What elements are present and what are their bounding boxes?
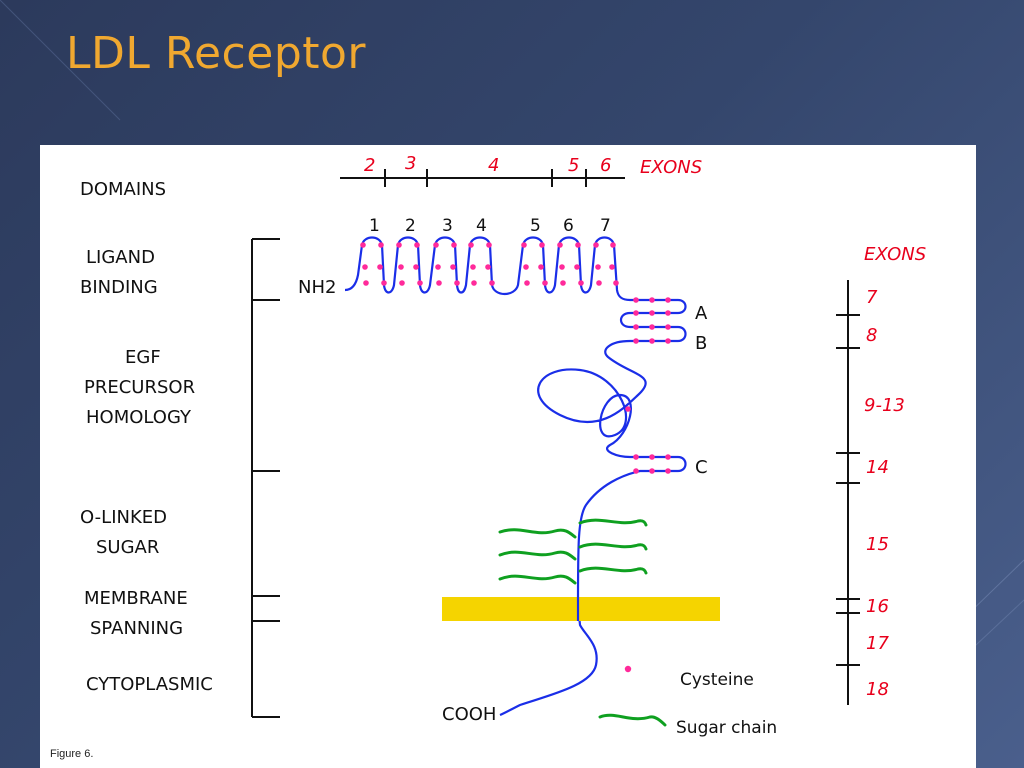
membrane-bar [442, 597, 720, 621]
repeat-5: 5 [530, 216, 541, 236]
cytoplasmic-label: CYTOPLASMIC [86, 674, 213, 695]
diagram-panel: DOMAINS 2 3 4 5 6 EXONS LIGAND BINDING E… [40, 145, 976, 768]
right-exon-7: 7 [866, 287, 878, 308]
legend-sugar-label: Sugar chain [676, 718, 777, 738]
egf-repeat-b: B [695, 333, 707, 354]
top-exon-6: 6 [600, 155, 611, 176]
legend-cysteine-label: Cysteine [680, 670, 754, 690]
domain-bracket [251, 238, 280, 718]
top-exon-ruler [340, 169, 625, 187]
ligand-label-1: LIGAND [86, 247, 155, 268]
sugar-chains [498, 518, 648, 585]
top-exon-5: 5 [568, 155, 579, 176]
repeat-4: 4 [476, 216, 487, 236]
top-exons-label: EXONS [640, 157, 702, 178]
ligand-label-2: BINDING [80, 277, 158, 298]
c-terminus-label: COOH [442, 704, 496, 725]
right-exons-label: EXONS [864, 244, 926, 265]
top-exon-4: 4 [488, 155, 499, 176]
right-exon-8: 8 [866, 325, 877, 346]
legend-sugar-line [598, 713, 667, 727]
right-exon-14: 14 [866, 457, 889, 478]
right-exon-15: 15 [866, 534, 889, 555]
right-exon-16: 16 [866, 596, 889, 617]
egf-repeat-c: C [695, 457, 708, 478]
repeat-1: 1 [369, 216, 380, 236]
top-exon-2: 2 [364, 155, 375, 176]
ldl-receptor-diagram: DOMAINS 2 3 4 5 6 EXONS LIGAND BINDING E… [80, 153, 926, 738]
top-exon-3: 3 [405, 153, 416, 174]
membrane-label-1: MEMBRANE [84, 588, 188, 609]
right-exon-ruler [836, 280, 860, 705]
repeat-6: 6 [563, 216, 574, 236]
egf-label-2: PRECURSOR [84, 377, 195, 398]
repeat-3: 3 [442, 216, 453, 236]
domains-label: DOMAINS [80, 179, 166, 200]
cysteine-dots [360, 242, 671, 474]
n-terminus-label: NH2 [298, 277, 336, 298]
slide-title: LDL Receptor [66, 28, 367, 79]
membrane-label-2: SPANNING [90, 618, 183, 639]
right-exon-18: 18 [866, 679, 889, 700]
right-exon-9-13: 9-13 [864, 395, 905, 416]
receptor-chain [344, 236, 687, 717]
egf-label-3: HOMOLOGY [86, 407, 192, 428]
repeat-7: 7 [600, 216, 611, 236]
egf-repeat-a: A [695, 303, 708, 324]
olink-label-2: SUGAR [96, 537, 159, 558]
figure-caption: Figure 6. [50, 748, 94, 760]
legend-cysteine-dot [624, 665, 632, 673]
olink-label-1: O-LINKED [80, 507, 167, 528]
repeat-2: 2 [405, 216, 416, 236]
egf-label-1: EGF [125, 347, 161, 368]
right-exon-17: 17 [866, 633, 889, 654]
